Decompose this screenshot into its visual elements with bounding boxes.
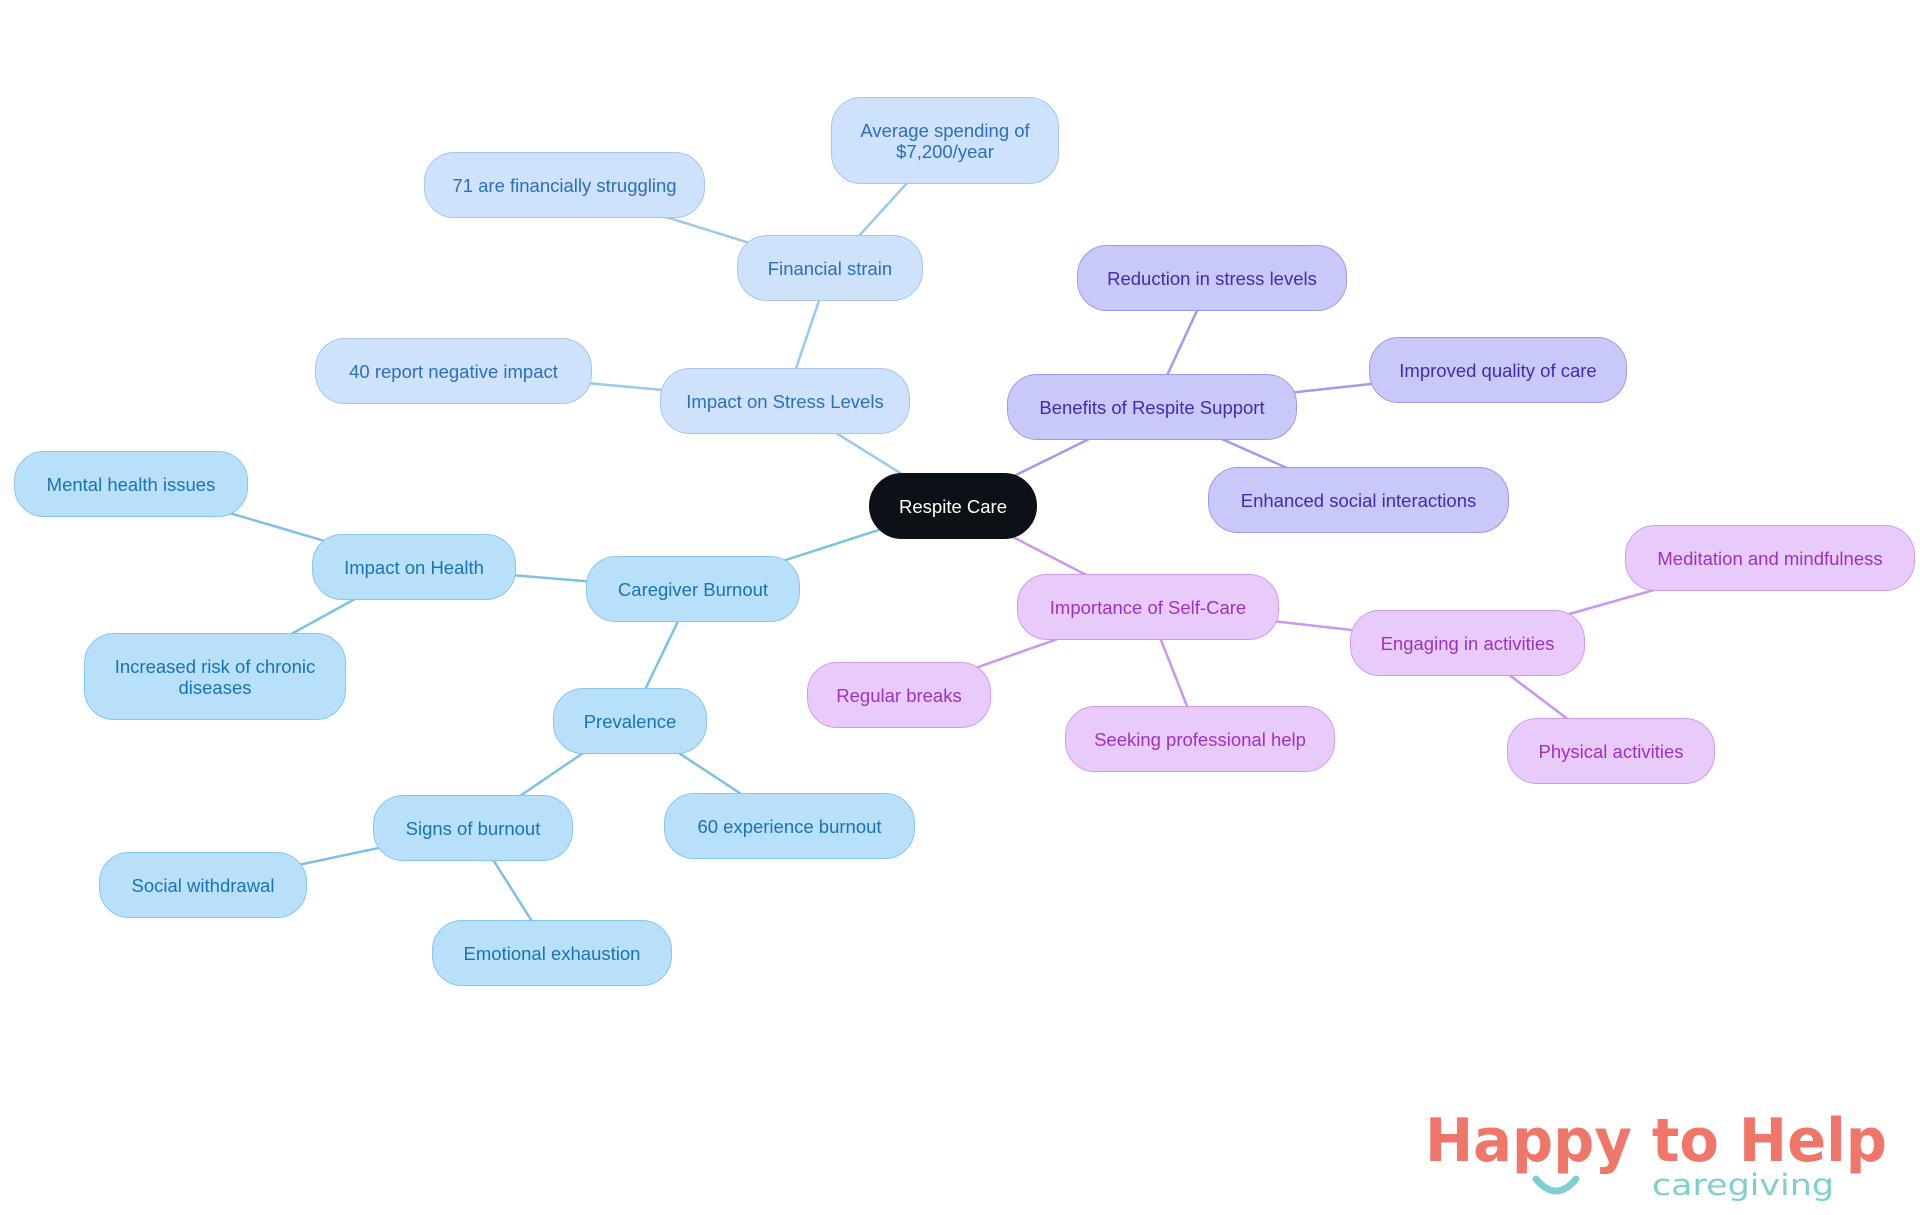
- node-financial-strain[interactable]: Financial strain: [737, 235, 923, 301]
- node-engaging-in-activities[interactable]: Engaging in activities: [1350, 610, 1585, 676]
- node-financially-struggling[interactable]: 71 are financially struggling: [424, 152, 705, 218]
- node-improved-quality-of-care[interactable]: Improved quality of care: [1369, 337, 1627, 403]
- node-average-spending[interactable]: Average spending of $7,200/year: [831, 97, 1059, 184]
- node-impact-on-health[interactable]: Impact on Health: [312, 534, 516, 600]
- node-experience-burnout[interactable]: 60 experience burnout: [664, 793, 915, 859]
- node-enhanced-social-interactions[interactable]: Enhanced social interactions: [1208, 467, 1509, 533]
- node-signs-of-burnout[interactable]: Signs of burnout: [373, 795, 573, 861]
- node-reduction-in-stress[interactable]: Reduction in stress levels: [1077, 245, 1347, 311]
- smile-icon: [1532, 1175, 1580, 1195]
- logo-sub-text: caregiving: [1652, 1168, 1834, 1202]
- node-impact-on-stress-levels[interactable]: Impact on Stress Levels: [660, 368, 910, 434]
- node-physical-activities[interactable]: Physical activities: [1507, 718, 1715, 784]
- happy-to-help-logo: Happy to Help caregiving: [1425, 1106, 1887, 1202]
- node-benefits-of-respite-support[interactable]: Benefits of Respite Support: [1007, 374, 1297, 440]
- node-regular-breaks[interactable]: Regular breaks: [807, 662, 991, 728]
- logo-main-text: Happy to Help: [1425, 1106, 1887, 1176]
- node-caregiver-burnout[interactable]: Caregiver Burnout: [586, 556, 800, 622]
- node-emotional-exhaustion[interactable]: Emotional exhaustion: [432, 920, 672, 986]
- node-chronic-diseases[interactable]: Increased risk of chronic diseases: [84, 633, 346, 720]
- node-importance-of-self-care[interactable]: Importance of Self-Care: [1017, 574, 1279, 640]
- node-meditation-and-mindfulness[interactable]: Meditation and mindfulness: [1625, 525, 1915, 591]
- node-prevalence[interactable]: Prevalence: [553, 688, 707, 754]
- node-social-withdrawal[interactable]: Social withdrawal: [99, 852, 307, 918]
- node-mental-health-issues[interactable]: Mental health issues: [14, 451, 248, 517]
- node-negative-impact[interactable]: 40 report negative impact: [315, 338, 592, 404]
- node-seeking-professional-help[interactable]: Seeking professional help: [1065, 706, 1335, 772]
- node-respite-care[interactable]: Respite Care: [869, 473, 1037, 539]
